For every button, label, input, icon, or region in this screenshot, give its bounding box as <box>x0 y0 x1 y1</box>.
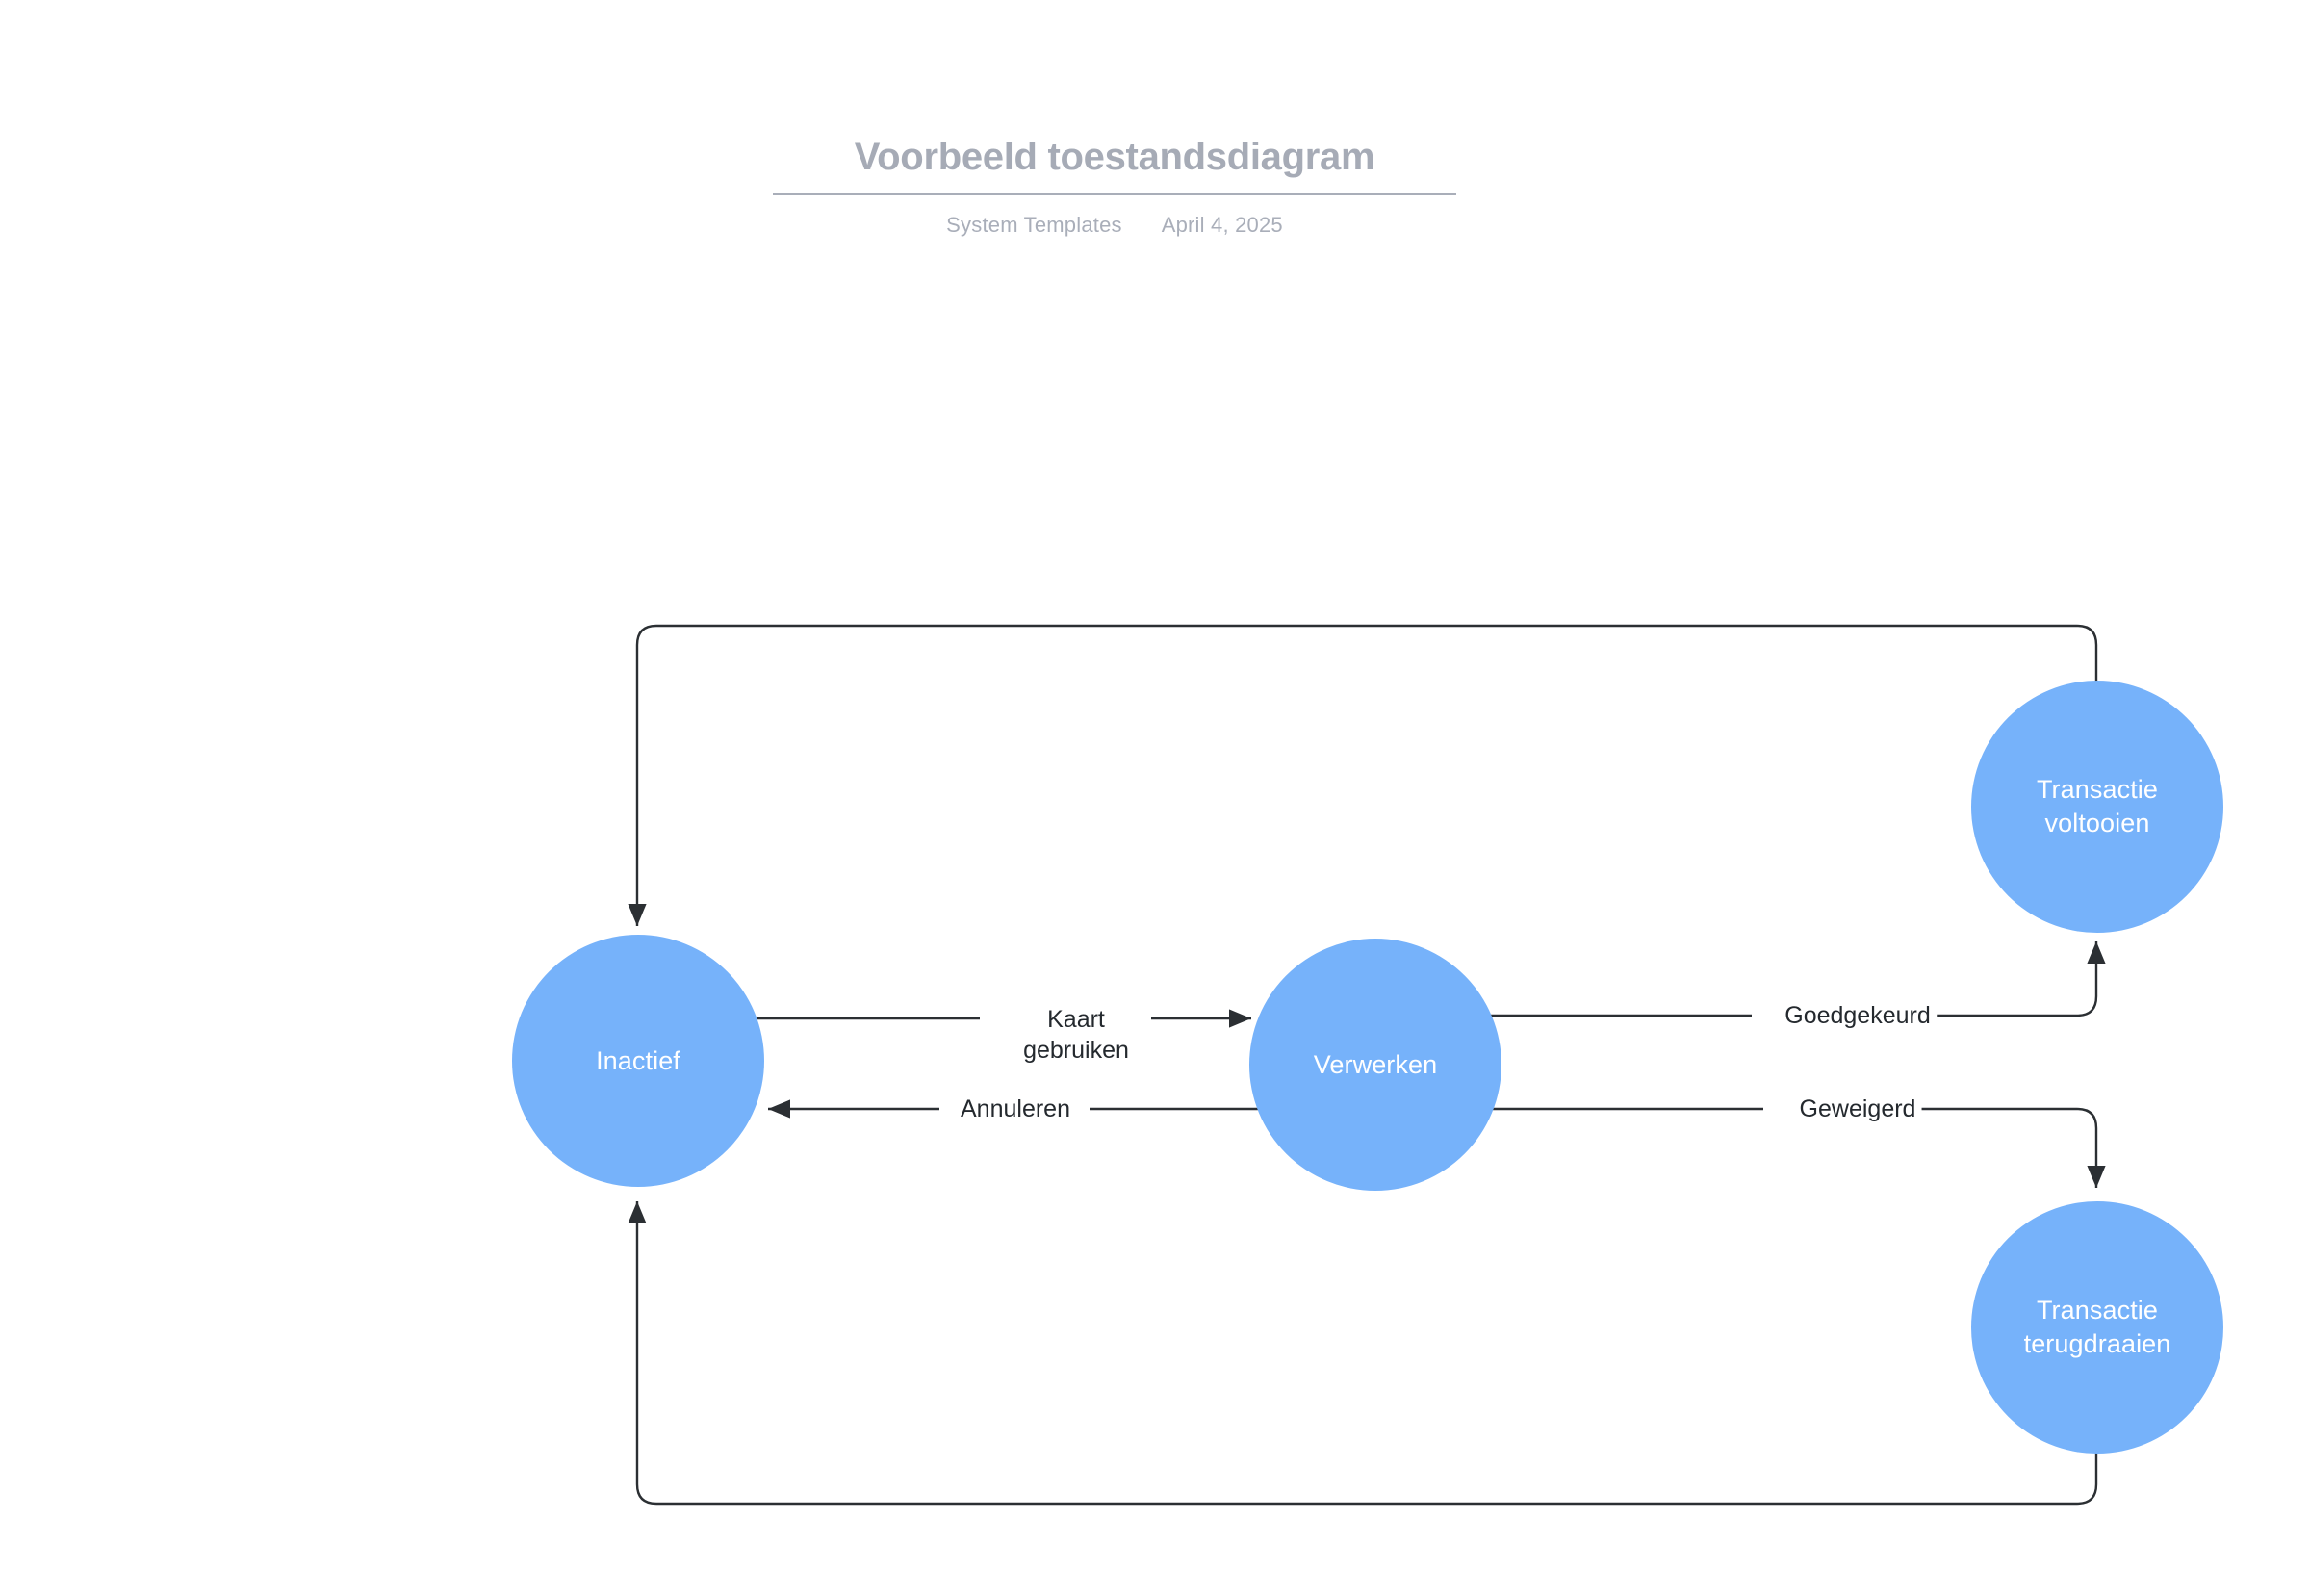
edge-verwerken-to-terugdraaien <box>1918 1107 2106 1188</box>
page-title: Voorbeeld toestandsdiagram <box>854 136 1375 178</box>
node-transactie-terugdraaien[interactable]: Transactie terugdraaien <box>1971 1201 2223 1454</box>
node-transactie-voltooien[interactable]: Transactie voltooien <box>1971 681 2223 933</box>
subtitle-date: April 4, 2025 <box>1161 213 1283 237</box>
edge-terugdraaien-to-inactief <box>628 1201 2098 1506</box>
document-subtitle: System Templates April 4, 2025 <box>0 213 2270 238</box>
node-transactie-terugdraaien-label: Transactie terugdraaien <box>2023 1296 2171 1358</box>
edge-label-annuleren: Annuleren <box>955 1094 1076 1124</box>
node-verwerken-label: Verwerken <box>1313 1049 1438 1079</box>
subtitle-author: System Templates <box>946 213 1122 237</box>
node-transactie-voltooien-label: Transactie voltooien <box>2036 775 2159 837</box>
edge-label-kaart-gebruiken: Kaart gebruiken <box>1017 1004 1135 1066</box>
edge-label-geweigerd: Geweigerd <box>1793 1094 1922 1124</box>
node-inactief[interactable]: Inactief <box>512 935 764 1187</box>
edge-voltooien-to-inactief <box>628 624 2098 926</box>
edge-label-goedgekeurd: Goedgekeurd <box>1779 1000 1937 1031</box>
title-divider <box>773 193 1456 195</box>
node-inactief-label: Inactief <box>596 1045 680 1075</box>
node-verwerken[interactable]: Verwerken <box>1249 939 1502 1191</box>
document-header: Voorbeeld toestandsdiagram System Templa… <box>0 135 2270 238</box>
edge-verwerken-to-voltooien <box>1930 941 2106 1017</box>
